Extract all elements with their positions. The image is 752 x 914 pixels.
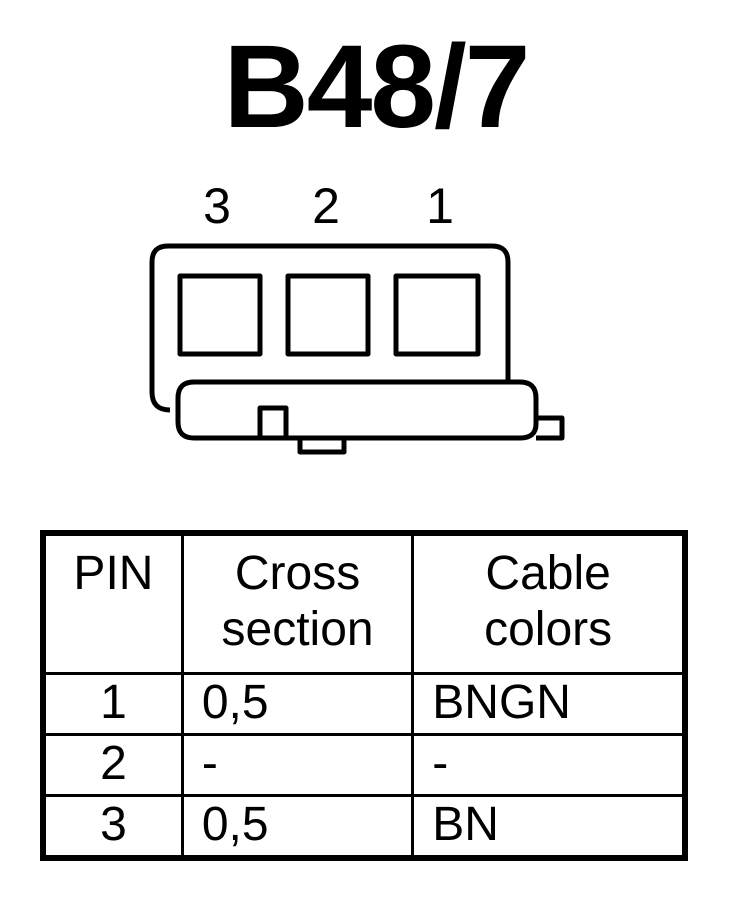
row-cable-color: BNGN [411,672,687,736]
header-pin-label: PIN [73,547,154,600]
row-cable-color: BN [411,794,687,860]
header-pin: PIN [41,531,184,675]
table-row: 1 0,5 BNGN [41,672,687,736]
header-cross-line1: Cross [234,547,361,600]
pin-number-3: 3 [203,178,231,234]
connector-housing [149,243,511,413]
pin-number-2: 2 [312,178,340,234]
header-cross-line2: section [221,603,374,656]
pin-cavity-2 [285,273,371,357]
latch-tab [257,405,289,441]
row-pin: 2 [41,733,184,797]
row-pin: 3 [41,794,184,860]
bottom-key [297,438,347,455]
header-cable-colors: Cable colors [411,531,687,675]
pin-table: PIN Cross section Cable colors 1 0,5 BNG… [40,530,688,861]
row-cross-section: 0,5 [180,672,415,736]
row-cable-color: - [411,733,687,797]
table-header-row: PIN Cross section Cable colors [41,531,687,675]
header-colors-line2: colors [484,603,613,656]
header-cross-section: Cross section [180,531,415,675]
row-pin: 1 [41,672,184,736]
connector-title: B48/7 [223,21,531,153]
right-key [536,415,565,441]
connector-latch [175,379,539,441]
table-row: 3 0,5 BN [41,794,687,860]
connector-drawing [149,243,565,455]
pin-cavity-3 [177,273,263,357]
table-row: 2 - - [41,733,687,797]
row-cross-section: - [180,733,415,797]
pin-cavity-1 [393,273,481,357]
header-colors-line1: Cable [485,547,611,600]
row-cross-section: 0,5 [180,794,415,860]
pin-number-1: 1 [426,178,454,234]
